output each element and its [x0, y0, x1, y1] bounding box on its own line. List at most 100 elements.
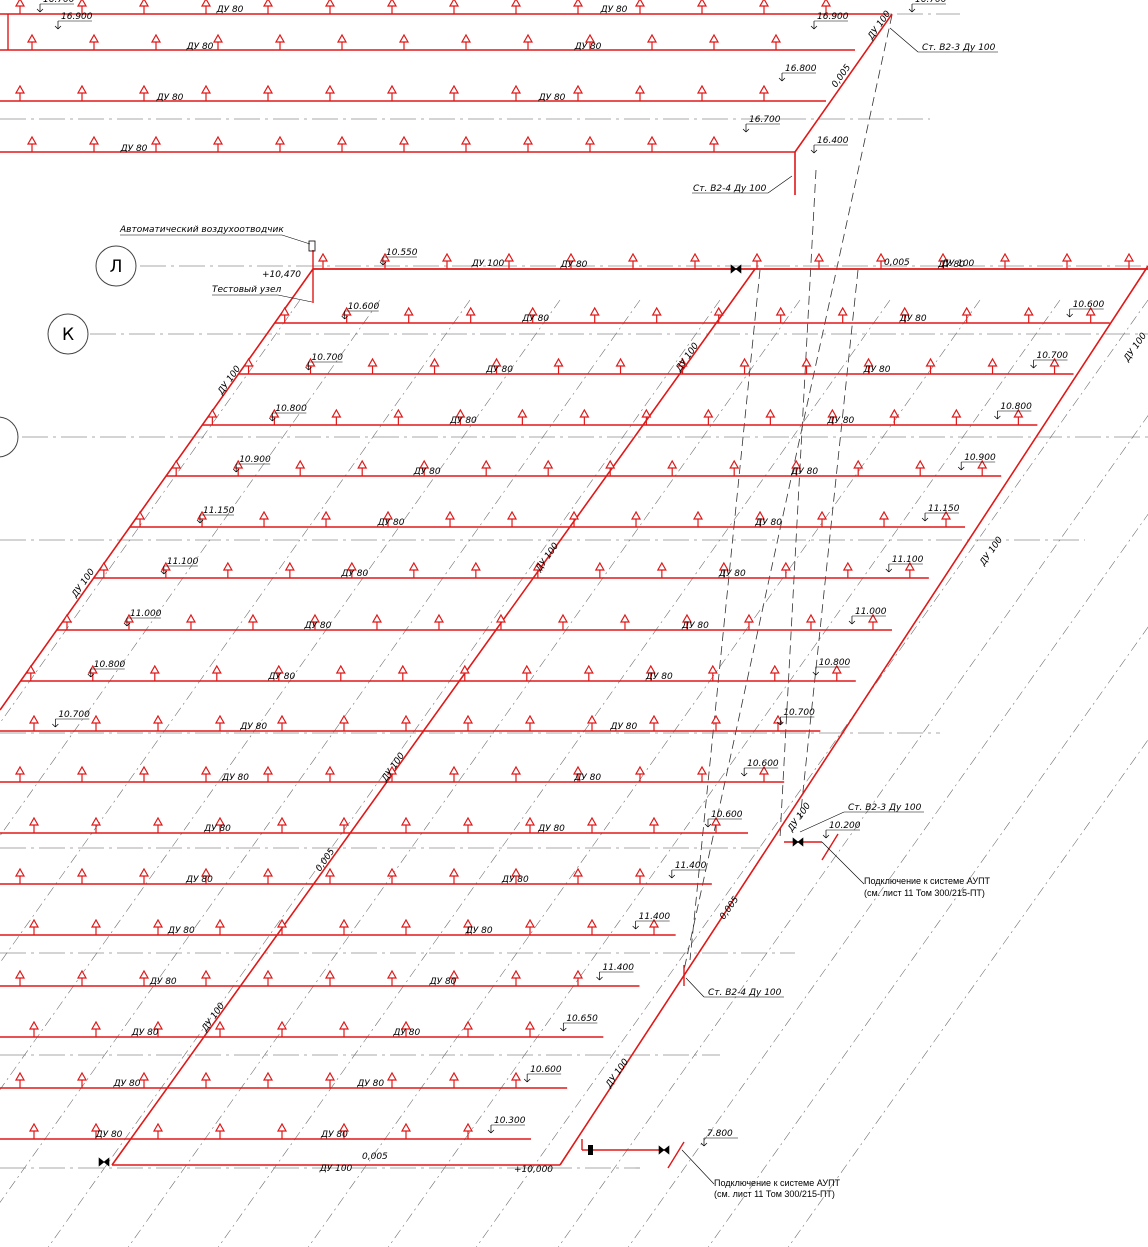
- svg-text:11.000: 11.000: [855, 607, 887, 617]
- sprinkler-head: [634, 84, 646, 101]
- elevation-mark: 10.800: [269, 404, 307, 422]
- svg-text:10.200: 10.200: [829, 821, 861, 831]
- elevation-mark: 10.550: [379, 248, 418, 266]
- svg-text:10.300: 10.300: [494, 1116, 526, 1126]
- sprinkler-head: [758, 765, 770, 782]
- pipe-label: ДУ 80: [392, 1028, 420, 1038]
- sprinkler-head: [689, 252, 701, 269]
- sprinkler-head: [462, 816, 474, 833]
- sprinkler-head: [510, 969, 522, 986]
- sprinkler-head: [28, 714, 40, 731]
- sprinkler-head: [565, 252, 577, 269]
- pipe-label: ДУ 80: [645, 672, 673, 682]
- sprinkler-head: [510, 84, 522, 101]
- svg-text:+10,000: +10,000: [514, 1165, 553, 1175]
- pipe-label: ДУ 100: [70, 567, 98, 600]
- sprinkler-head: [648, 816, 660, 833]
- main-pipe-center: [111, 268, 756, 1166]
- svg-text:11.100: 11.100: [892, 555, 924, 565]
- pipe-label: ДУ 80: [538, 93, 566, 103]
- sprinkler-head: [28, 1122, 40, 1139]
- sprinkler-head: [386, 1071, 398, 1088]
- svg-text:16.400: 16.400: [817, 136, 849, 146]
- sprinkler-head: [276, 1020, 288, 1037]
- sprinkler-head: [150, 33, 162, 50]
- sprinkler-head: [262, 1071, 274, 1088]
- sprinkler-head: [775, 306, 786, 323]
- sprinkler-head: [634, 765, 646, 782]
- sprinkler-head: [510, 0, 522, 14]
- sprinkler-head: [76, 0, 88, 14]
- sprinkler-head: [222, 561, 233, 578]
- sprinkler-head: [152, 714, 164, 731]
- svg-text:Подключение к системе АУПТ: Подключение к системе АУПТ: [864, 876, 991, 886]
- sprinkler-head: [25, 664, 36, 681]
- sprinkler-head: [76, 969, 88, 986]
- svg-text:11.150: 11.150: [203, 506, 235, 516]
- sprinkler-head: [90, 1020, 102, 1037]
- valve-icon: [730, 264, 742, 274]
- pipe-label: ДУ 80: [149, 977, 177, 987]
- sprinkler-head: [904, 561, 915, 578]
- sprinkler-head: [324, 1071, 336, 1088]
- sprinkler-head: [262, 969, 274, 986]
- sprinkler-head: [481, 459, 492, 476]
- pipe-label: ДУ 80: [320, 1130, 348, 1140]
- svg-text:Ст. В2-3 Ду 100: Ст. В2-3 Ду 100: [922, 43, 996, 53]
- svg-text:11.100: 11.100: [167, 557, 199, 567]
- svg-text:10.600: 10.600: [747, 759, 779, 769]
- elevation-mark: 10.200: [822, 821, 861, 839]
- svg-text:11.150: 11.150: [928, 504, 960, 514]
- elevation-mark: 11.150: [196, 506, 235, 524]
- sprinkler-head: [26, 33, 38, 50]
- pipe-label: ДУ 100: [380, 751, 408, 784]
- svg-text:Тестовый узел: Тестовый узел: [212, 285, 282, 295]
- sprinkler-head: [276, 918, 288, 935]
- sprinkler-head: [371, 613, 383, 630]
- elevation-mark: 16.700: [908, 0, 947, 13]
- sprinkler-head: [336, 135, 348, 152]
- sprinkler-head: [185, 613, 197, 630]
- sprinkler-head: [568, 510, 580, 527]
- sprinkler-head: [708, 33, 720, 50]
- sprinkler-head: [14, 84, 26, 101]
- pipe-label: ДУ 80: [120, 144, 148, 154]
- sprinkler-head: [875, 252, 887, 269]
- sprinkler-head: [324, 84, 336, 101]
- elevation-mark: 10.900: [957, 453, 996, 471]
- connection-stub: [667, 1141, 685, 1169]
- sprinkler-head: [138, 0, 150, 14]
- sprinkler-head: [765, 408, 776, 425]
- sprinkler-head: [646, 135, 658, 152]
- main-pipe-right: [559, 265, 1148, 1166]
- sprinkler-head: [1085, 306, 1096, 323]
- elevation-mark: 11.150: [921, 504, 960, 522]
- sprinkler-head: [207, 408, 218, 425]
- svg-text:16.700: 16.700: [43, 0, 75, 5]
- sprinkler-head: [842, 561, 853, 578]
- pipe-label: ДУ 100: [674, 341, 702, 374]
- svg-text:16.800: 16.800: [785, 64, 817, 74]
- pipe-label: ДУ 80: [790, 467, 818, 477]
- pipe-label: ДУ 80: [413, 467, 441, 477]
- axis-bubble-partial: [0, 416, 19, 458]
- sprinkler-head: [586, 918, 598, 935]
- sprinkler-head: [338, 918, 350, 935]
- sprinkler-head: [915, 459, 926, 476]
- sprinkler-head: [696, 765, 708, 782]
- elevation-mark: 11.000: [123, 609, 162, 627]
- sprinkler-head: [338, 714, 350, 731]
- sprinkler-head: [506, 510, 518, 527]
- svg-text:16.700: 16.700: [749, 115, 781, 125]
- sprinkler-head: [754, 510, 766, 527]
- pipe-label: ДУ 80: [221, 773, 249, 783]
- sprinkler-head: [448, 867, 460, 884]
- svg-text:16.900: 16.900: [817, 12, 849, 22]
- sprinkler-head: [284, 561, 295, 578]
- pipe-label: ДУ 80: [485, 365, 513, 375]
- sprinkler-head: [247, 613, 259, 630]
- sprinkler-head: [386, 0, 398, 14]
- riser-b24-top-callout: Ст. В2-4 Ду 100: [692, 175, 793, 194]
- svg-text:10.600: 10.600: [530, 1065, 562, 1075]
